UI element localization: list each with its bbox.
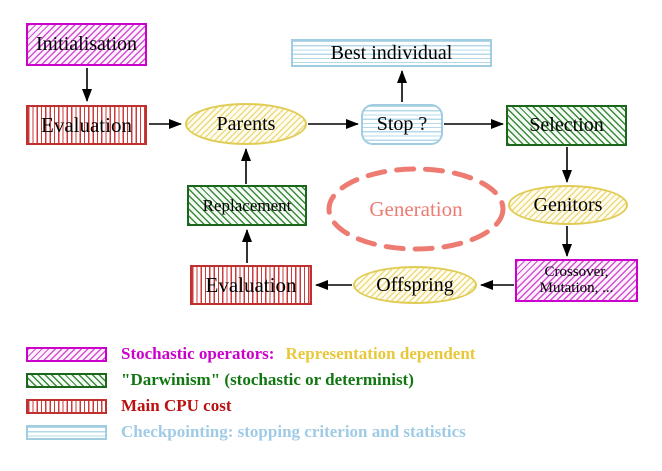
node-replacement: Replacement — [187, 185, 307, 226]
node-selection-label: Selection — [529, 114, 604, 136]
node-best-individual-label: Best individual — [330, 41, 453, 64]
legend-swatch-cyan-stripes — [26, 424, 107, 440]
node-parents-label: Parents — [216, 112, 276, 135]
legend-row-darwinism: "Darwinism" (stochastic or determinist) — [26, 371, 414, 389]
node-replacement-label: Replacement — [202, 195, 292, 215]
legend-label-darwinism: "Darwinism" (stochastic or determinist) — [121, 370, 414, 389]
node-selection: Selection — [506, 105, 627, 146]
legend-label-representation-dependent: Representation dependent — [285, 344, 476, 363]
legend-row-stochastic-operators: Stochastic operators: Representation dep… — [26, 345, 475, 363]
legend-label-stochastic-operators: Stochastic operators: — [121, 344, 275, 363]
node-evaluation-bottom: Evaluation — [190, 265, 312, 305]
node-offspring-label: Offspring — [376, 273, 454, 296]
node-stop: Stop ? — [361, 104, 443, 145]
node-offspring: Offspring — [353, 266, 477, 304]
node-generation-label: Generation — [369, 197, 463, 222]
node-initialisation-label: Initialisation — [35, 33, 138, 55]
legend-swatch-magenta-hatch — [26, 346, 107, 362]
legend-row-checkpointing: Checkpointing: stopping criterion and st… — [26, 423, 466, 441]
node-genitors-label: Genitors — [533, 193, 603, 216]
node-stop-label: Stop ? — [376, 113, 428, 135]
node-genitors: Genitors — [508, 185, 628, 225]
node-crossover-line2: Mutation, ... — [539, 279, 614, 296]
legend-label-checkpointing: Checkpointing: stopping criterion and st… — [121, 422, 466, 441]
legend-swatch-red-stripes — [26, 398, 107, 414]
legend-label-main-cpu-cost: Main CPU cost — [121, 396, 232, 415]
node-parents: Parents — [185, 103, 307, 145]
node-generation: Generation — [326, 168, 506, 251]
node-crossover-mutation: Crossover, Mutation, ... — [515, 259, 638, 302]
node-evaluation-top-label: Evaluation — [41, 112, 132, 137]
legend-row-main-cpu-cost: Main CPU cost — [26, 397, 231, 415]
legend-swatch-green-hatch — [26, 372, 107, 388]
node-initialisation: Initialisation — [26, 23, 147, 66]
node-crossover-line1: Crossover, — [544, 263, 609, 280]
node-best-individual: Best individual — [291, 39, 492, 67]
node-evaluation-bottom-label: Evaluation — [205, 272, 297, 297]
node-evaluation-top: Evaluation — [26, 105, 147, 145]
